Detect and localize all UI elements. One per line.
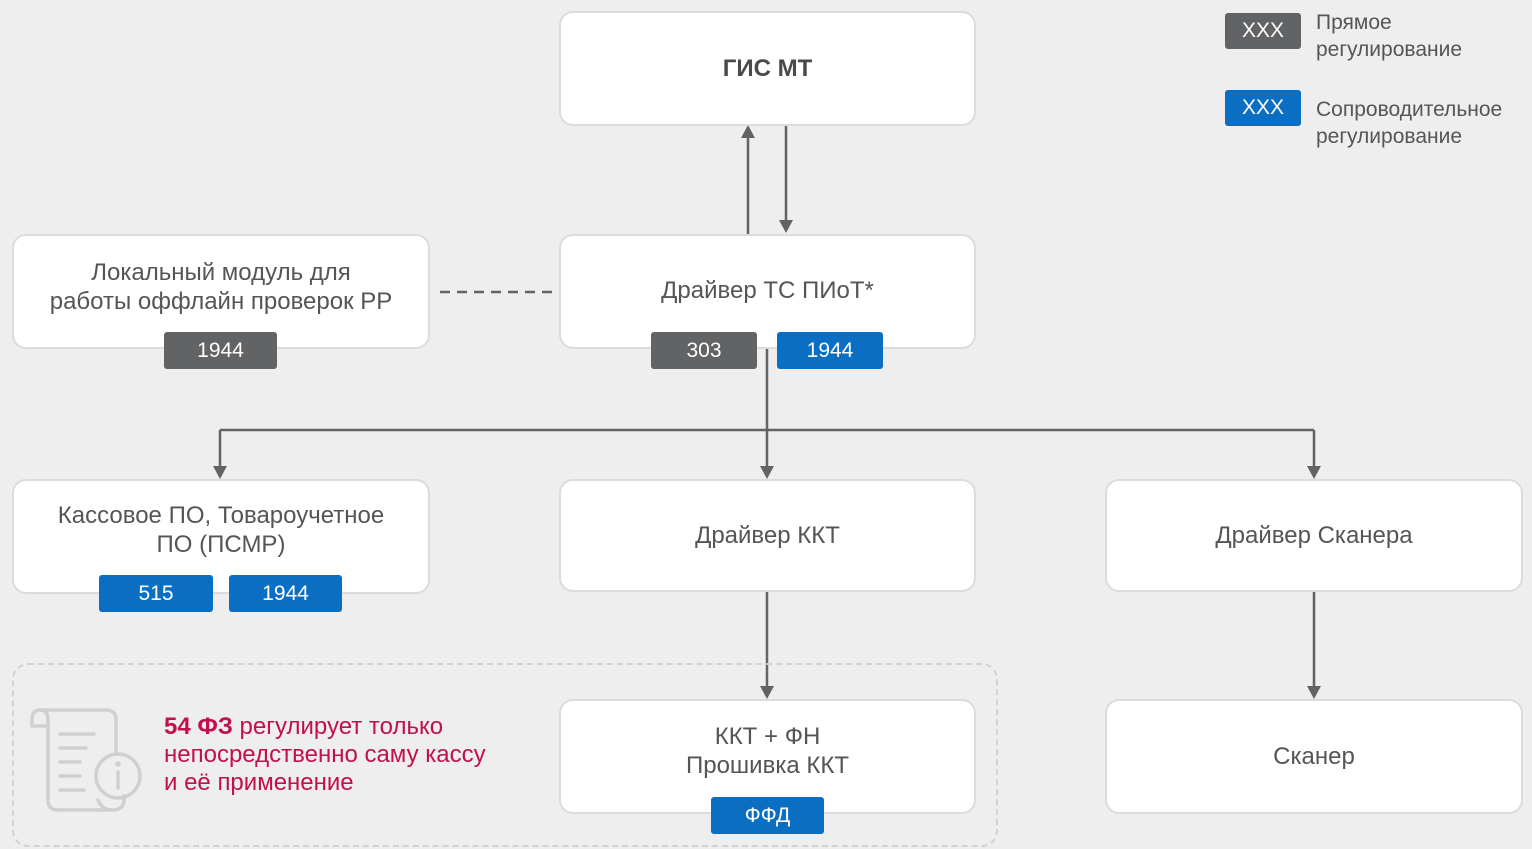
node-scanner: Сканер [1105, 699, 1523, 814]
note-frame [12, 663, 998, 847]
tag-kkt-ffd: ФФД [711, 797, 824, 834]
legend-direct-text: Прямое регулирование [1316, 11, 1463, 61]
node-driver-ts-piot-label: Драйвер ТС ПИоТ* [661, 277, 874, 304]
legend-direct-tag: XXX [1225, 13, 1301, 49]
node-driver-kkt: Драйвер ККТ [559, 479, 976, 592]
node-kkt-fn: ККТ + ФН Прошивка ККТ [559, 699, 976, 814]
node-cash-software-label: Кассовое ПО, Товароучетное ПО (ПСМР) [57, 501, 385, 558]
note-law-label: 54 ФЗ [164, 713, 233, 740]
note-body: регулирует только непосредственно саму к… [164, 713, 486, 796]
legend-accompanying-tag: XXX [1225, 90, 1301, 126]
node-kkt-fn-label: ККТ + ФН Прошивка ККТ [685, 722, 850, 779]
node-gis-mt: ГИС МТ [559, 11, 976, 126]
document-info-icon [30, 708, 142, 812]
node-local-module-label: Локальный модуль для работы оффлайн пров… [49, 258, 393, 315]
tag-local-module-1944: 1944 [164, 332, 277, 369]
node-driver-kkt-label: Драйвер ККТ [695, 522, 840, 549]
node-driver-scanner-label: Драйвер Сканера [1215, 522, 1413, 549]
note-text: 54 ФЗ регулирует только непосредственно … [164, 713, 504, 797]
legend-accompanying-text: Сопроводительное регулирование [1316, 98, 1503, 148]
node-driver-ts-piot: Драйвер ТС ПИоТ* [559, 234, 976, 349]
node-scanner-label: Сканер [1273, 743, 1355, 770]
node-gis-mt-label: ГИС МТ [722, 55, 813, 82]
tag-cash-515: 515 [99, 575, 213, 612]
tag-cash-1944: 1944 [229, 575, 342, 612]
tag-driver-1944: 1944 [777, 332, 883, 369]
node-cash-software: Кассовое ПО, Товароучетное ПО (ПСМР) [12, 479, 430, 594]
node-local-module: Локальный модуль для работы оффлайн пров… [12, 234, 430, 349]
tag-driver-303: 303 [651, 332, 757, 369]
node-driver-scanner: Драйвер Сканера [1105, 479, 1523, 592]
